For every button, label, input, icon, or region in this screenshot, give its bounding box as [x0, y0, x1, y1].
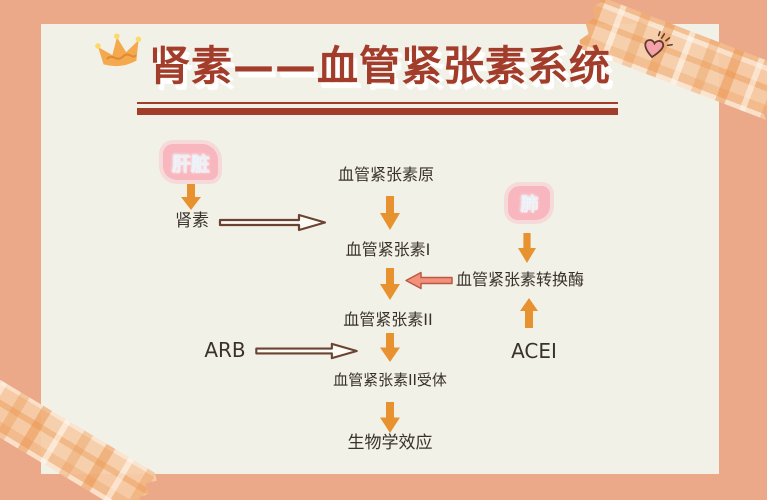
- arrow-down-i-to-ii-icon: [380, 268, 400, 300]
- arrow-down-angiotensinogen-to-i-icon: [380, 196, 400, 230]
- organ-label-lung: 肺: [508, 186, 550, 220]
- arrow-down-receptor-to-effects-icon: [380, 402, 400, 433]
- heart-sticker-icon: [644, 31, 673, 59]
- node-acei: ACEI: [511, 339, 557, 363]
- node-biological-effects: 生物学效应: [347, 433, 433, 453]
- node-angiotensin-ii: 血管紧张素II: [343, 310, 433, 329]
- node-angiotensinogen: 血管紧张素原: [337, 165, 434, 184]
- page-title: 肾素——血管紧张素系统: [149, 42, 611, 90]
- title-underline-thick: [137, 108, 618, 115]
- node-receptor: 血管紧张素II受体: [333, 371, 447, 389]
- arrow-arb-blocker-icon: [255, 342, 358, 360]
- arrow-up-acei-to-enzyme-icon: [520, 298, 538, 328]
- crown-icon: [95, 33, 142, 67]
- arrow-down-ii-to-receptor-icon: [380, 333, 400, 362]
- node-converting-enzyme: 血管紧张素转换酶: [455, 270, 584, 289]
- organ-label-liver: 肝脏: [163, 144, 218, 180]
- panel-background: [41, 24, 719, 474]
- title-underline-thin: [137, 102, 618, 104]
- node-arb: ARB: [204, 338, 246, 362]
- arrow-down-liver-to-renin-icon: [181, 184, 201, 210]
- arrow-renin-catalyst-icon: [218, 213, 327, 232]
- node-angiotensin-i: 血管紧张素I: [345, 240, 431, 259]
- arrow-left-enzyme-pointer-icon: [405, 271, 453, 290]
- node-renin: 肾素: [175, 211, 209, 231]
- arrow-down-lung-to-enzyme-icon: [518, 233, 536, 263]
